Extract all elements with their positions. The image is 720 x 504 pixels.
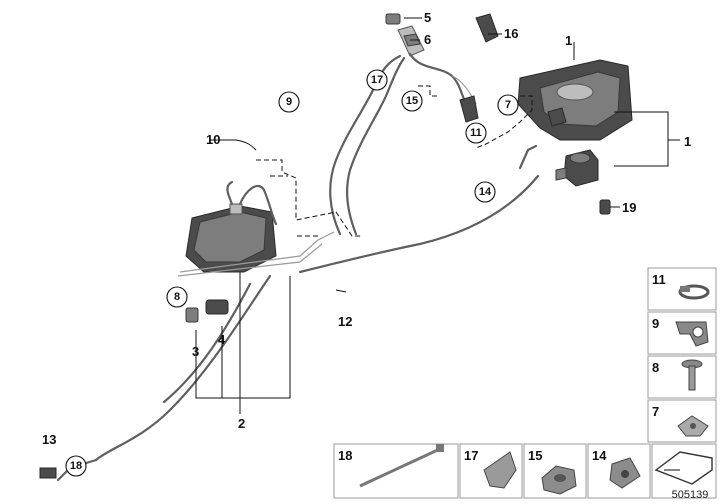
pipe-clip-icon <box>675 321 709 347</box>
carbon-canister <box>185 180 278 273</box>
callout-1: 1 <box>565 33 572 48</box>
fuel-tank <box>517 59 633 141</box>
legend-bottom-17: 17 <box>464 448 478 463</box>
callout-4: 4 <box>218 332 226 347</box>
bolt-19 <box>599 199 620 215</box>
svg-text:9: 9 <box>286 96 292 108</box>
svg-text:14: 14 <box>479 186 492 198</box>
callout-3: 3 <box>192 344 199 359</box>
svg-text:8: 8 <box>174 291 180 303</box>
svg-text:17: 17 <box>371 74 383 86</box>
nut-icon <box>677 415 709 437</box>
callout-circled-11: 11 <box>465 122 487 144</box>
filler-neck <box>385 13 425 57</box>
callout-circled-7: 7 <box>497 94 519 116</box>
legend-bottom-14: 14 <box>592 448 607 463</box>
vent-lines <box>94 144 540 462</box>
callout-12: 12 <box>338 314 352 329</box>
callout-circled-8: 8 <box>166 286 188 308</box>
legend-side-11: 11 <box>652 272 666 287</box>
legend-bottom-15: 15 <box>528 448 542 463</box>
clip-icon <box>483 451 517 489</box>
callout-circled-9: 9 <box>278 91 300 113</box>
callout-10: 10 <box>206 132 220 147</box>
legend-side-8: 8 <box>652 360 659 375</box>
hose-clamp-icon <box>678 284 710 300</box>
callout-1b: 1 <box>684 134 691 149</box>
grommet-icon <box>609 457 641 489</box>
filler-pipe <box>329 52 479 236</box>
legend-side: 11 9 8 7 <box>647 267 717 443</box>
legend-side-7: 7 <box>652 404 659 419</box>
legend-bottom-18: 18 <box>338 448 352 463</box>
callout-13: 13 <box>42 432 56 447</box>
callout-19: 19 <box>622 200 636 215</box>
callout-circled-17: 17 <box>366 69 388 91</box>
callout-5: 5 <box>424 10 431 25</box>
svg-text:15: 15 <box>406 95 418 107</box>
legend-side-9: 9 <box>652 316 659 331</box>
reference-number: 505139 <box>672 489 709 501</box>
bolt-icon <box>681 359 703 391</box>
svg-text:18: 18 <box>70 460 82 472</box>
leader-lines <box>195 17 680 414</box>
svg-text:11: 11 <box>470 127 482 139</box>
hex-nut-icon <box>541 465 577 495</box>
callout-circled-18: 18 <box>65 455 87 477</box>
valve-parts <box>185 299 229 323</box>
callout-2: 2 <box>238 416 245 431</box>
callout-circled-14: 14 <box>474 181 496 203</box>
fuel-pump <box>555 149 599 187</box>
seal-part <box>475 13 499 43</box>
wedge-arrow-icon <box>654 451 713 485</box>
svg-text:7: 7 <box>505 99 511 111</box>
callout-16: 16 <box>504 26 518 41</box>
cable-tie-icon <box>359 444 444 488</box>
legend-bottom: 18 17 15 14 <box>333 443 717 499</box>
callout-circled-15: 15 <box>401 90 423 112</box>
callout-6: 6 <box>424 32 431 47</box>
